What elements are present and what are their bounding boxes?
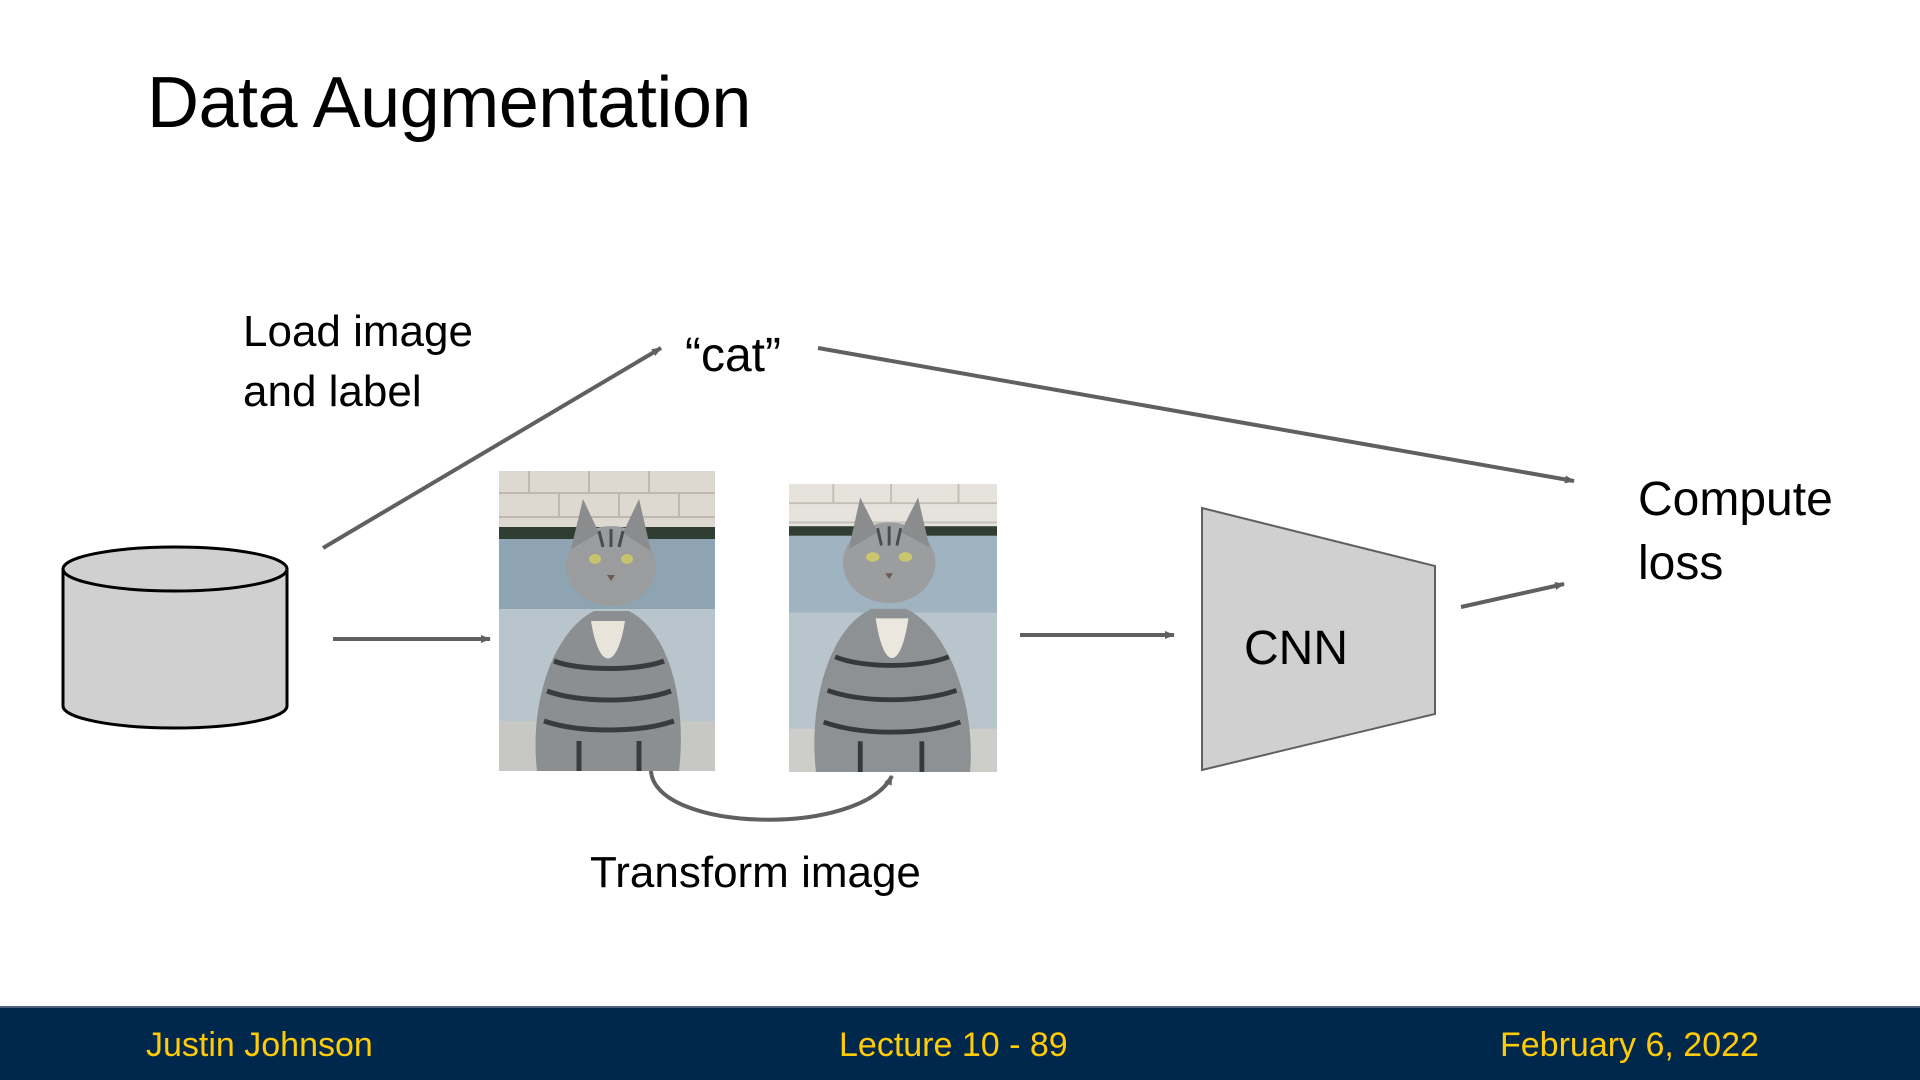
cnn-icon — [1201, 506, 1436, 772]
compute-label-line1: Compute — [1638, 473, 1833, 526]
slide-title: Data Augmentation — [147, 63, 751, 143]
class-label-text: “cat” — [685, 329, 781, 382]
load-image-label: Load image and label — [243, 302, 473, 422]
cnn-label: CNN — [1244, 622, 1348, 675]
footer-lecture: Lecture 10 - 89 — [839, 1026, 1068, 1064]
arrow-transform — [649, 770, 894, 822]
load-label-line1: Load image — [243, 307, 473, 356]
arrow-label-to-loss — [817, 346, 1575, 484]
slide-footer: Justin Johnson Lecture 10 - 89 February … — [0, 1006, 1920, 1080]
arrow-cnn-to-loss — [1460, 582, 1565, 609]
compute-label-line2: loss — [1638, 537, 1724, 590]
cat-image-original — [499, 471, 715, 771]
transform-image-label: Transform image — [590, 848, 921, 897]
arrow-load-label — [321, 346, 663, 550]
database-icon — [61, 545, 289, 730]
cat-image-transformed — [789, 484, 997, 772]
footer-author: Justin Johnson — [146, 1026, 373, 1064]
footer-date: February 6, 2022 — [1500, 1026, 1759, 1064]
compute-loss-label: Compute loss — [1638, 468, 1833, 596]
load-label-line2: and label — [243, 367, 422, 416]
